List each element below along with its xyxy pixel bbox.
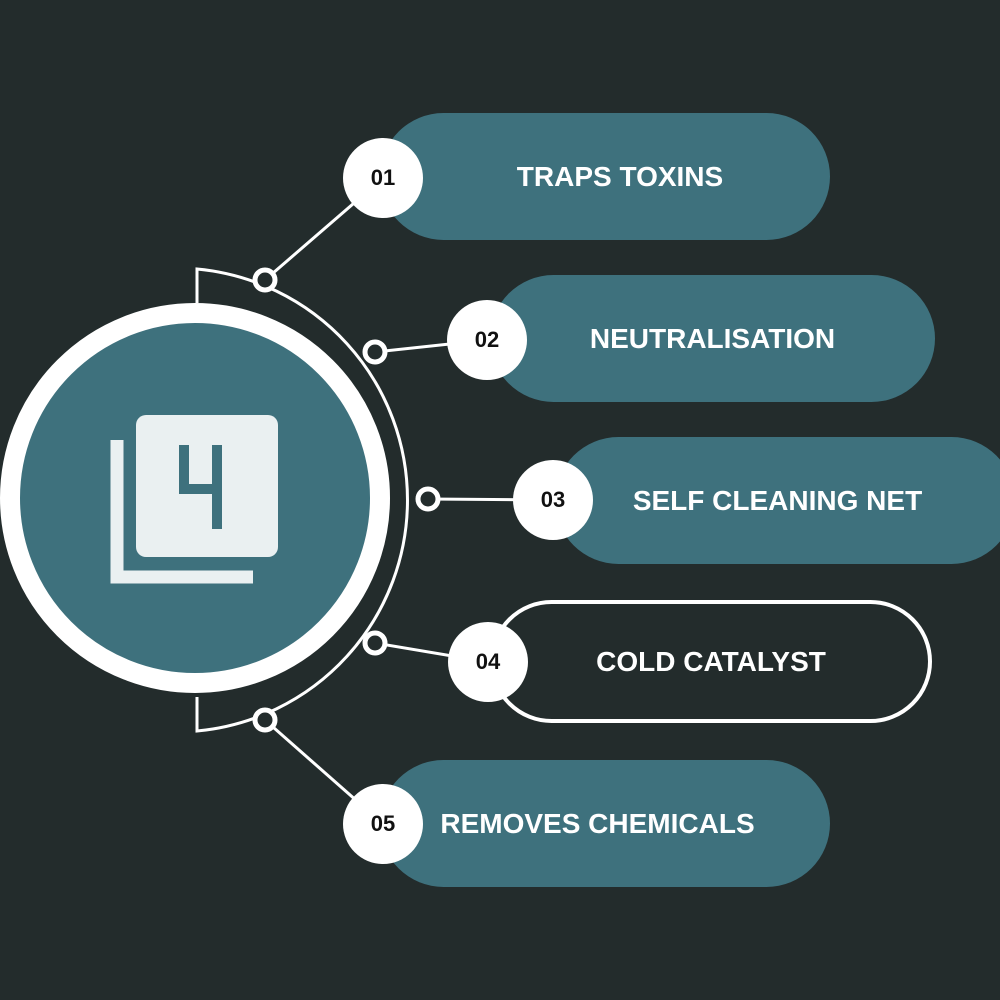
item-label: NEUTRALISATION [589, 322, 836, 354]
item-label: SELF CLEANING NET [632, 484, 923, 516]
item-label: COLD CATALYST [596, 645, 826, 677]
node-02 [362, 339, 388, 365]
item-number-05: 05 [343, 784, 423, 864]
node-05 [252, 707, 278, 733]
node-03 [415, 486, 441, 512]
item-pill-05: REMOVES CHEMICALS [380, 760, 830, 887]
connector-arc [195, 267, 409, 733]
item-pill-02: NEUTRALISATION [490, 275, 935, 402]
item-number-04: 04 [448, 622, 528, 702]
item-label: REMOVES CHEMICALS [440, 807, 755, 839]
node-04 [362, 630, 388, 656]
item-pill-04: COLD CATALYST [490, 600, 932, 723]
item-label: TRAPS TOXINS [516, 160, 724, 192]
item-pill-03: SELF CLEANING NET [555, 437, 1000, 564]
item-number-03: 03 [513, 460, 593, 540]
item-number-01: 01 [343, 138, 423, 218]
item-pill-01: TRAPS TOXINS [380, 113, 830, 240]
filter-4-icon [110, 415, 278, 584]
item-number-02: 02 [447, 300, 527, 380]
node-01 [252, 267, 278, 293]
